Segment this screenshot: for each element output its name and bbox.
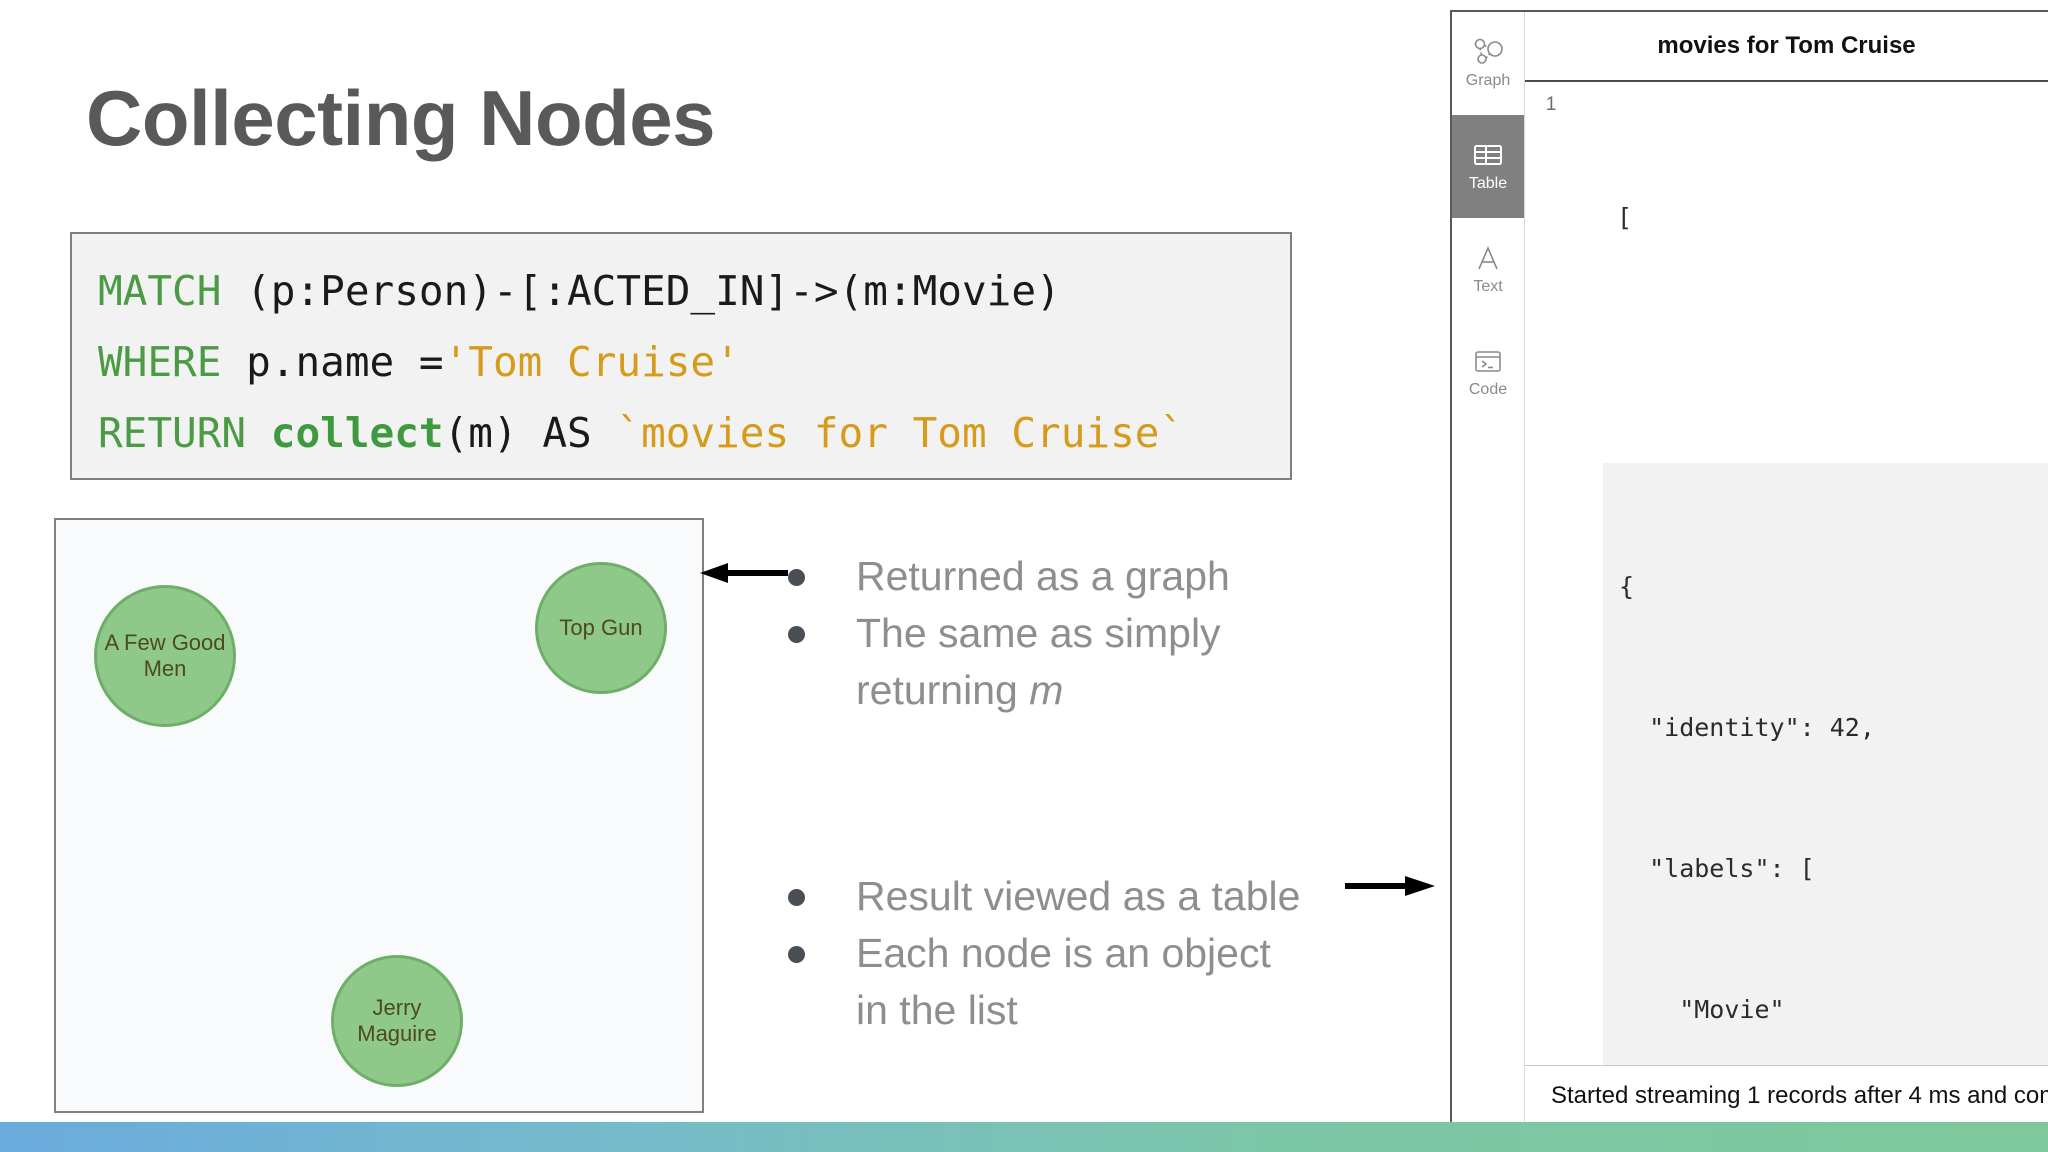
neo4j-result-frame: Graph Table Text (1450, 10, 2048, 1128)
arrow-right-icon (1345, 876, 1435, 896)
bullet-dot-icon (788, 626, 805, 643)
row-number: 1 (1545, 94, 1557, 115)
code-token-keyword: WHERE (98, 338, 222, 386)
view-tab-label: Graph (1465, 72, 1511, 89)
result-scroll-region[interactable]: 1 [ { "identity": 42, "labels": [ "Movie… (1525, 82, 2048, 1065)
code-token-alias: `movies for Tom Cruise` (616, 409, 1185, 457)
list-item: Result viewed as a table (788, 868, 1308, 925)
view-tab-label: Text (1473, 278, 1503, 295)
code-token-string: 'Tom Cruise' (443, 338, 740, 386)
code-token-keyword: RETURN (98, 409, 247, 457)
code-line: MATCH (p:Person)-[:ACTED_IN]->(m:Movie) (98, 256, 1264, 327)
view-tab-label: Table (1468, 175, 1508, 192)
code-token-plain: p.name = (221, 338, 444, 386)
view-mode-rail: Graph Table Text (1452, 12, 1525, 1126)
json-object-card: { "identity": 42, "labels": [ "Movie" ],… (1603, 463, 2048, 1065)
view-tab-label: Code (1468, 381, 1508, 398)
code-token-function: collect (270, 409, 444, 457)
result-area: movies for Tom Cruise 1 [ { "identity": … (1525, 12, 2048, 1126)
code-token-space (246, 409, 271, 457)
graph-node[interactable]: A Few Good Men (94, 585, 236, 727)
code-token-plain: (p:Person)-[:ACTED_IN]->(m:Movie) (221, 267, 1061, 315)
list-item-label: Returned as a graph (856, 553, 1230, 599)
list-item: Returned as a graph (788, 548, 1308, 605)
list-item-label: The same as simply returning m (856, 605, 1308, 719)
json-line: "Movie" (1619, 995, 1785, 1024)
json-line: "labels": [ (1619, 854, 1815, 883)
list-item-label: Result viewed as a table (856, 873, 1301, 919)
json-value-cell: [ { "identity": 42, "labels": [ "Movie" … (1577, 82, 2048, 1065)
code-token-plain: (m) AS (443, 409, 617, 457)
code-line: RETURN collect(m) AS `movies for Tom Cru… (98, 398, 1264, 469)
table-icon (1471, 140, 1505, 170)
view-tab-graph[interactable]: Graph (1452, 12, 1524, 115)
bullet-dot-icon (788, 946, 805, 963)
list-item: The same as simply returning m (788, 605, 1308, 719)
view-tab-table[interactable]: Table (1452, 115, 1524, 218)
bullet-list-table: Result viewed as a table Each node is an… (788, 868, 1308, 1039)
list-item-emphasis: m (1029, 667, 1064, 713)
code-icon (1471, 346, 1505, 376)
page-title: Collecting Nodes (86, 74, 716, 162)
cypher-code-block: MATCH (p:Person)-[:ACTED_IN]->(m:Movie) … (70, 232, 1292, 480)
arrow-left-icon (700, 563, 788, 583)
graph-node[interactable]: Jerry Maguire (331, 955, 463, 1087)
code-token-keyword: MATCH (98, 267, 222, 315)
browser-body: Graph Table Text (1452, 12, 2048, 1126)
json-line: "identity": 42, (1619, 713, 1875, 742)
json-line: { (1619, 572, 1635, 601)
bullet-dot-icon (788, 889, 805, 906)
graph-node[interactable]: Top Gun (535, 562, 667, 694)
graph-result-panel[interactable]: A Few Good Men Top Gun Jerry Maguire (54, 518, 704, 1113)
result-column-header: movies for Tom Cruise (1525, 12, 2048, 82)
bullet-list-graph: Returned as a graph The same as simply r… (788, 548, 1308, 719)
list-item-text: The same as simply returning (856, 610, 1221, 713)
view-tab-text[interactable]: Text (1452, 218, 1524, 321)
graph-icon (1471, 37, 1505, 67)
text-icon (1471, 243, 1505, 273)
bottom-accent-bar (0, 1122, 2048, 1152)
status-bar: Started streaming 1 records after 4 ms a… (1525, 1065, 2048, 1126)
view-tab-code[interactable]: Code (1452, 321, 1524, 424)
code-line: WHERE p.name ='Tom Cruise' (98, 327, 1264, 398)
bullet-dot-icon (788, 569, 805, 586)
list-item-label: Each node is an object in the list (856, 930, 1271, 1033)
json-open-bracket: [ (1617, 203, 1633, 232)
list-item: Each node is an object in the list (788, 925, 1308, 1039)
